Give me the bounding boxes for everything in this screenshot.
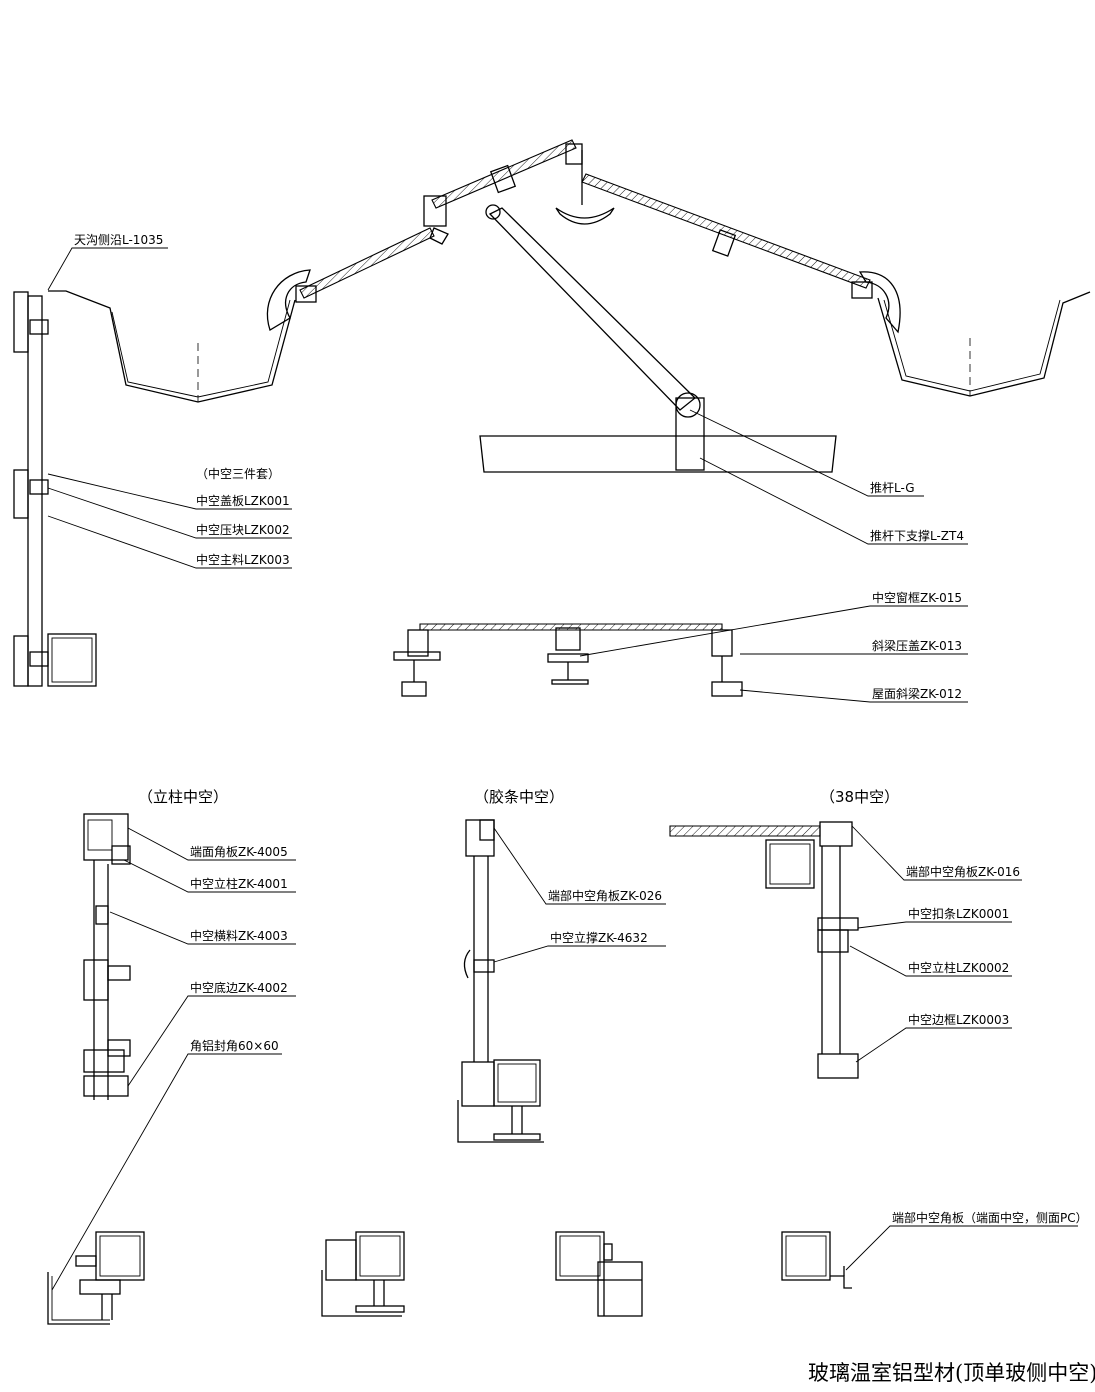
hollow-38-title: （38中空） (820, 788, 899, 806)
label-corner-aluminum: 角铝封角60×60 (190, 1038, 279, 1053)
purlin-beam (479, 435, 837, 473)
bottom-note-label: 端部中空角板（端面中空，侧面PC） (892, 1210, 1088, 1225)
label-gutter-side-plate: 天沟侧沿L-1035 (74, 233, 163, 247)
label-hollow-cover-plate: 中空盖板LZK001 (196, 493, 290, 508)
column-hollow-section: （立柱中空） 端面角板ZK-4005 中空立柱ZK-4001 中空横料ZK-40… (51, 788, 296, 1291)
label-hollow-window-frame: 中空窗框ZK-015 (872, 590, 962, 605)
label-hollow-main-profile: 中空主料LZK003 (196, 552, 290, 567)
roof-section (48, 139, 1091, 473)
label-hollow-cross-member: 中空横料ZK-4003 (190, 928, 288, 943)
label-slope-beam-cover: 斜梁压盖ZK-013 (872, 638, 962, 653)
label-end-corner-plate: 端面角板ZK-4005 (190, 845, 288, 859)
window-frame-detail (393, 623, 743, 697)
push-rod-body (488, 207, 696, 411)
label-push-rod: 推杆L-G (870, 481, 915, 495)
roof-annotations: 天沟侧沿L-1035 （中空三件套） 中空盖板LZK001 中空压块LZK002… (47, 233, 968, 703)
label-end-hollow-corner-plate-016: 端部中空角板ZK-016 (906, 864, 1020, 879)
label-hollow-three-piece: （中空三件套） (196, 466, 280, 481)
column-hollow-title: （立柱中空） (138, 788, 228, 806)
label-push-rod-lower-support: 推杆下支撑L-ZT4 (870, 528, 964, 543)
right-roof-panel (581, 173, 871, 289)
label-hollow-column: 中空立柱ZK-4001 (190, 876, 288, 891)
rubber-strip-hollow-title: （胶条中空） (474, 788, 564, 806)
left-wall-section (13, 291, 97, 687)
rubber-strip-hollow-section: （胶条中空） 端部中空角板ZK-026 中空立撑ZK-4632 (457, 788, 666, 1143)
label-end-hollow-corner-plate-026: 端部中空角板ZK-026 (548, 888, 662, 903)
label-hollow-vertical-brace: 中空立撑ZK-4632 (550, 930, 648, 945)
label-hollow-frame: 中空边框LZK0003 (908, 1012, 1009, 1027)
left-gutter (48, 290, 296, 403)
hollow-38-section: （38中空） 端部中空角板ZK-016 中空扣条LZK0001 中空立柱LZK0… (669, 788, 1022, 1079)
label-hollow-bottom-edge: 中空底边ZK-4002 (190, 980, 288, 995)
label-hollow-column-38: 中空立柱LZK0002 (908, 960, 1009, 975)
drawing-title: 玻璃温室铝型材(顶单玻侧中空) (808, 1361, 1095, 1385)
label-hollow-pressure-block: 中空压块LZK002 (196, 522, 290, 537)
label-roof-slope-beam: 屋面斜梁ZK-012 (872, 686, 962, 701)
label-hollow-clip-strip: 中空扣条LZK0001 (908, 906, 1009, 921)
corner-details: 端部中空角板（端面中空，侧面PC） (47, 1210, 1088, 1325)
left-roof-panel (299, 227, 435, 299)
right-gutter (877, 291, 1091, 397)
